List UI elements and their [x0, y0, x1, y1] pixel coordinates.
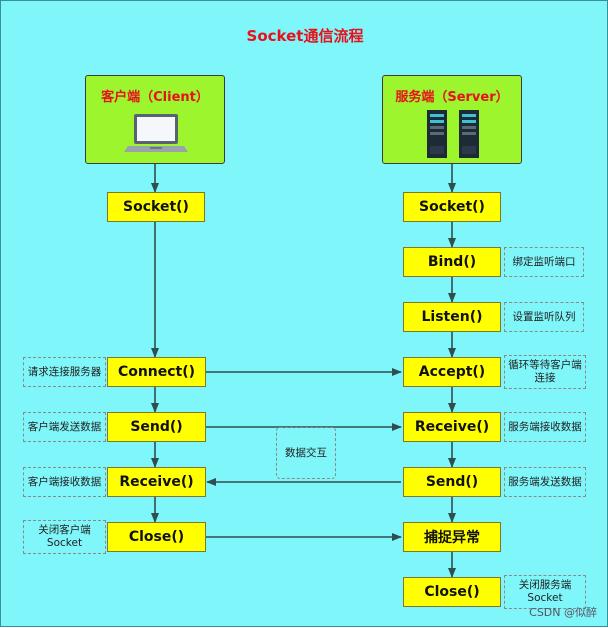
server-receive-note-text: 服务端接收数据: [508, 420, 582, 433]
client-header-box: 客户端（Client）: [85, 75, 225, 164]
data-exchange-note-text: 数据交互: [285, 446, 327, 459]
server-bind-note-text: 绑定监听端口: [512, 255, 576, 268]
server-close-node: Close(): [403, 577, 501, 607]
server-bind-node: Bind(): [403, 247, 501, 277]
client-send-node: Send(): [107, 412, 206, 442]
client-close-note: 关闭客户端 Socket: [23, 520, 106, 554]
server-socket-node: Socket(): [403, 192, 501, 222]
server-bind-note: 绑定监听端口: [504, 247, 584, 277]
client-connect-note-text: 请求连接服务器: [27, 365, 102, 378]
server-send-note: 服务端发送数据: [504, 467, 586, 497]
server-close-note-line2: Socket: [527, 592, 563, 604]
server-rack-icon: [423, 108, 485, 164]
client-receive-node: Receive(): [107, 467, 206, 497]
server-receive-node: Receive(): [403, 412, 501, 442]
server-listen-node: Listen(): [403, 302, 501, 332]
server-close-note: 关闭服务端 Socket: [504, 575, 586, 609]
data-exchange-note: 数据交互: [276, 427, 336, 479]
server-exception-node: 捕捉异常: [403, 522, 501, 552]
server-send-node: Send(): [403, 467, 501, 497]
server-listen-note-text: 设置监听队列: [512, 310, 576, 323]
server-accept-node: Accept(): [403, 357, 501, 387]
client-send-note: 客户端发送数据: [23, 412, 106, 442]
server-listen-note: 设置监听队列: [504, 302, 584, 332]
client-receive-note-text: 客户端接收数据: [27, 475, 102, 488]
server-receive-note: 服务端接收数据: [504, 412, 586, 442]
client-close-note-line2: Socket: [46, 537, 83, 549]
client-send-note-text: 客户端发送数据: [27, 420, 102, 433]
client-close-note-line1: 关闭客户端: [38, 524, 91, 536]
client-socket-node: Socket(): [107, 192, 205, 222]
server-close-note-line1: 关闭服务端: [518, 579, 572, 591]
server-header-box: 服务端（Server）: [382, 75, 522, 164]
watermark: CSDN @似醉: [529, 606, 597, 619]
diagram-title: Socket通信流程: [246, 27, 364, 45]
server-accept-note: 循环等待客户端 连接: [504, 355, 586, 389]
laptop-icon: [124, 112, 188, 160]
server-accept-note-line1: 循环等待客户端: [508, 359, 582, 371]
client-connect-node: Connect(): [107, 357, 206, 387]
server-send-note-text: 服务端发送数据: [508, 475, 582, 488]
client-header-title: 客户端（Client）: [101, 90, 209, 105]
client-connect-note: 请求连接服务器: [23, 357, 106, 387]
server-header-title: 服务端（Server）: [395, 90, 509, 105]
client-close-node: Close(): [107, 522, 206, 552]
client-receive-note: 客户端接收数据: [23, 467, 106, 497]
server-accept-note-line2: 连接: [534, 372, 556, 384]
